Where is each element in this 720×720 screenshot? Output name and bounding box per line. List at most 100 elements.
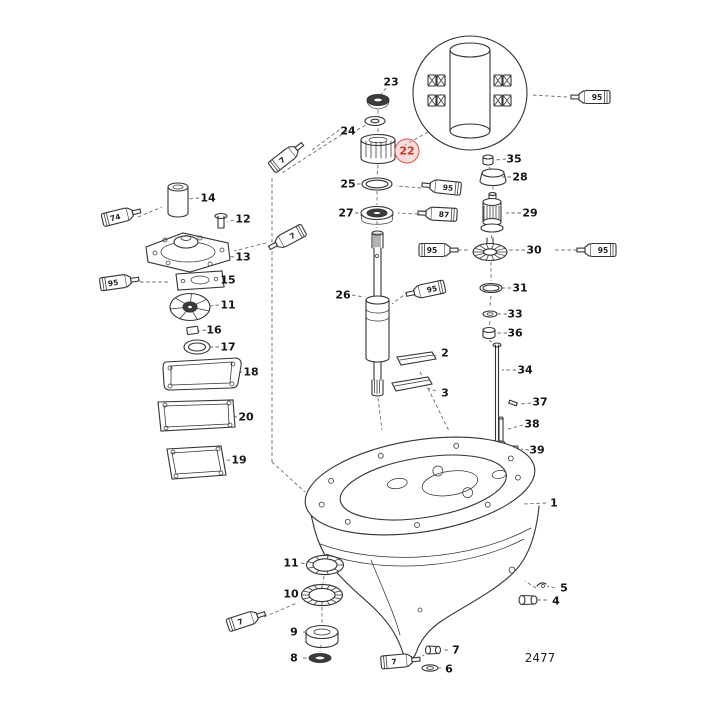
part-27-oil-seal bbox=[360, 205, 394, 225]
sealant-label: 95 bbox=[427, 246, 437, 255]
part-33-washer bbox=[482, 310, 498, 318]
callout-33[interactable]: 33 bbox=[507, 307, 523, 321]
part-11-impeller bbox=[169, 292, 211, 322]
callout-22[interactable]: 22 bbox=[394, 138, 420, 164]
callout-38[interactable]: 38 bbox=[524, 417, 540, 431]
part-29-pinion-assembly bbox=[480, 191, 504, 233]
callout-24[interactable]: 24 bbox=[340, 124, 356, 138]
callout-39[interactable]: 39 bbox=[529, 443, 545, 457]
callout-19[interactable]: 19 bbox=[231, 453, 247, 467]
callout-3[interactable]: 3 bbox=[441, 386, 449, 400]
sealant-tube: 95 bbox=[576, 242, 617, 258]
part-24-washer bbox=[364, 115, 386, 127]
sealant-label: 95 bbox=[107, 278, 119, 288]
callout-17[interactable]: 17 bbox=[220, 340, 236, 354]
callout-9[interactable]: 9 bbox=[290, 625, 298, 639]
callout-6[interactable]: 6 bbox=[445, 662, 453, 676]
sealant-tube: 7 bbox=[225, 610, 267, 632]
sealant-tube: 95 bbox=[421, 179, 462, 196]
callout-18[interactable]: 18 bbox=[243, 365, 259, 379]
sealant-label: 87 bbox=[439, 210, 450, 220]
callout-30[interactable]: 30 bbox=[526, 243, 542, 257]
callout-37[interactable]: 37 bbox=[532, 395, 548, 409]
callout-31[interactable]: 31 bbox=[512, 281, 528, 295]
drawing-number: 2477 bbox=[524, 651, 556, 665]
part-4-plug bbox=[518, 594, 538, 606]
sealant-label: 7 bbox=[391, 657, 397, 666]
callout-26[interactable]: 26 bbox=[335, 288, 351, 302]
callout-25[interactable]: 25 bbox=[340, 177, 356, 191]
part-15-face-plate bbox=[175, 270, 225, 291]
callout-10[interactable]: 10 bbox=[283, 587, 299, 601]
callout-27[interactable]: 27 bbox=[338, 206, 354, 220]
callout-2[interactable]: 2 bbox=[441, 346, 449, 360]
sealant-tube: 95 bbox=[418, 242, 459, 258]
sealant-tube: 87 bbox=[417, 206, 458, 222]
callout-8[interactable]: 8 bbox=[290, 651, 298, 665]
callout-5[interactable]: 5 bbox=[560, 581, 568, 595]
part-34-shift-shaft bbox=[492, 342, 502, 453]
callout-16[interactable]: 16 bbox=[206, 323, 222, 337]
part-22-bearing-carrier[interactable] bbox=[360, 133, 396, 165]
part-5-clip bbox=[536, 582, 547, 588]
part-28-cap bbox=[479, 168, 507, 187]
sealant-label: 7 bbox=[236, 617, 244, 627]
sealant-tube: 95 bbox=[405, 279, 447, 299]
sealant-label: 95 bbox=[426, 284, 438, 295]
sealant-tube: 7 bbox=[380, 653, 421, 670]
callout-13[interactable]: 13 bbox=[235, 250, 251, 264]
callout-20[interactable]: 20 bbox=[238, 410, 254, 424]
callout-7[interactable]: 7 bbox=[452, 643, 460, 657]
part-20-gasket-plate bbox=[157, 399, 236, 432]
part-2-plate bbox=[396, 351, 437, 366]
sealant-tube: 95 bbox=[570, 89, 611, 105]
bearing-detail-inset bbox=[412, 35, 528, 151]
part-30-gear bbox=[472, 237, 508, 262]
dashed-lines bbox=[137, 87, 577, 669]
part-8-seal bbox=[308, 653, 332, 663]
callout-12[interactable]: 12 bbox=[235, 212, 251, 226]
part-14-water-tube bbox=[167, 182, 189, 218]
part-26-driveshaft bbox=[365, 230, 390, 397]
part-16-drive-key bbox=[186, 325, 199, 336]
part-35-nut bbox=[482, 154, 494, 166]
part-9-bearing-cup bbox=[305, 624, 339, 649]
sealant-label: 7 bbox=[277, 155, 287, 165]
callout-11[interactable]: 11 bbox=[283, 556, 299, 570]
callout-4[interactable]: 4 bbox=[552, 594, 560, 608]
part-3-plate bbox=[391, 376, 433, 392]
callout-35[interactable]: 35 bbox=[506, 152, 522, 166]
sealant-tube: 95 bbox=[98, 273, 140, 292]
callout-29[interactable]: 29 bbox=[522, 206, 538, 220]
sealant-tube: 7 bbox=[268, 141, 305, 173]
callout-23[interactable]: 23 bbox=[383, 75, 399, 89]
sealant-label: 74 bbox=[109, 212, 121, 223]
part-37-pin bbox=[508, 399, 518, 407]
part-12-bolt bbox=[214, 212, 228, 229]
callout-11[interactable]: 11 bbox=[220, 298, 236, 312]
callout-34[interactable]: 34 bbox=[517, 363, 533, 377]
sealant-tube: 74 bbox=[100, 207, 142, 227]
part-1-gear-housing bbox=[304, 436, 540, 660]
part-17-seal-ring bbox=[183, 339, 211, 355]
callout-28[interactable]: 28 bbox=[512, 170, 528, 184]
sealant-label: 95 bbox=[598, 246, 608, 255]
part-19-gasket bbox=[166, 445, 227, 480]
callout-14[interactable]: 14 bbox=[200, 191, 216, 205]
callout-1[interactable]: 1 bbox=[550, 496, 558, 510]
part-36-nut bbox=[482, 326, 496, 340]
part-6-washer bbox=[421, 664, 439, 672]
callout-15[interactable]: 15 bbox=[220, 273, 236, 287]
part-18-gasket bbox=[162, 357, 242, 391]
part-31-o-ring bbox=[479, 282, 503, 294]
part-23-seal bbox=[366, 94, 390, 110]
sealant-label: 95 bbox=[592, 93, 602, 102]
part-7-plug bbox=[424, 645, 442, 655]
callout-36[interactable]: 36 bbox=[507, 326, 523, 340]
sealant-tube: 7 bbox=[267, 223, 307, 251]
sealant-label: 95 bbox=[442, 183, 453, 193]
sealant-label: 7 bbox=[288, 231, 297, 241]
part-25-o-ring bbox=[361, 177, 393, 191]
